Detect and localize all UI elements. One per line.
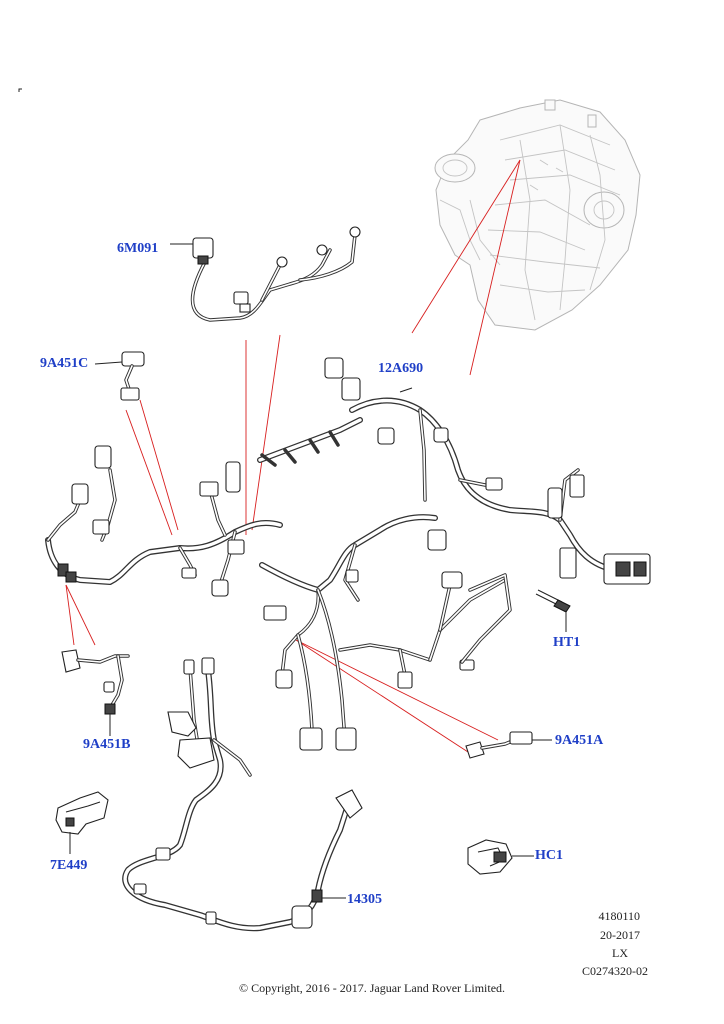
main-harness-12A690 [257,357,651,585]
left-harness [45,445,283,597]
corner-mark [18,88,22,92]
part-9A451C-sensor [94,351,145,401]
copyright-notice: © Copyright, 2016 - 2017. Jaguar Land Ro… [238,981,506,995]
label-12A690[interactable]: 12A690 [378,361,424,376]
label-7E449[interactable]: 7E449 [50,858,88,873]
label-6M091[interactable]: 6M091 [117,241,159,256]
reference-line-4: C0274320-02 [582,964,648,978]
label-HT1[interactable]: HT1 [553,635,581,650]
part-7E449-bracket [55,791,109,854]
label-9A451A[interactable]: 9A451A [555,733,604,748]
label-14305[interactable]: 14305 [347,892,382,907]
part-9A451A-sensor [465,731,552,759]
harness-14305 [122,657,363,932]
label-9A451C[interactable]: 9A451C [40,356,89,371]
label-9A451B[interactable]: 9A451B [83,737,131,752]
part-HC1-clip [467,839,534,875]
label-HC1[interactable]: HC1 [535,848,563,863]
reference-line-3: LX [612,946,628,960]
reference-line-2: 20-2017 [600,928,640,942]
part-HT1-bolt [535,589,571,632]
harness-6M091 [170,226,361,322]
callout-lines [65,159,521,753]
part-9A451B-sensor [61,649,130,736]
middle-harness [259,514,512,751]
engine-illustration [434,99,641,331]
reference-line-1: 4180110 [598,909,640,923]
